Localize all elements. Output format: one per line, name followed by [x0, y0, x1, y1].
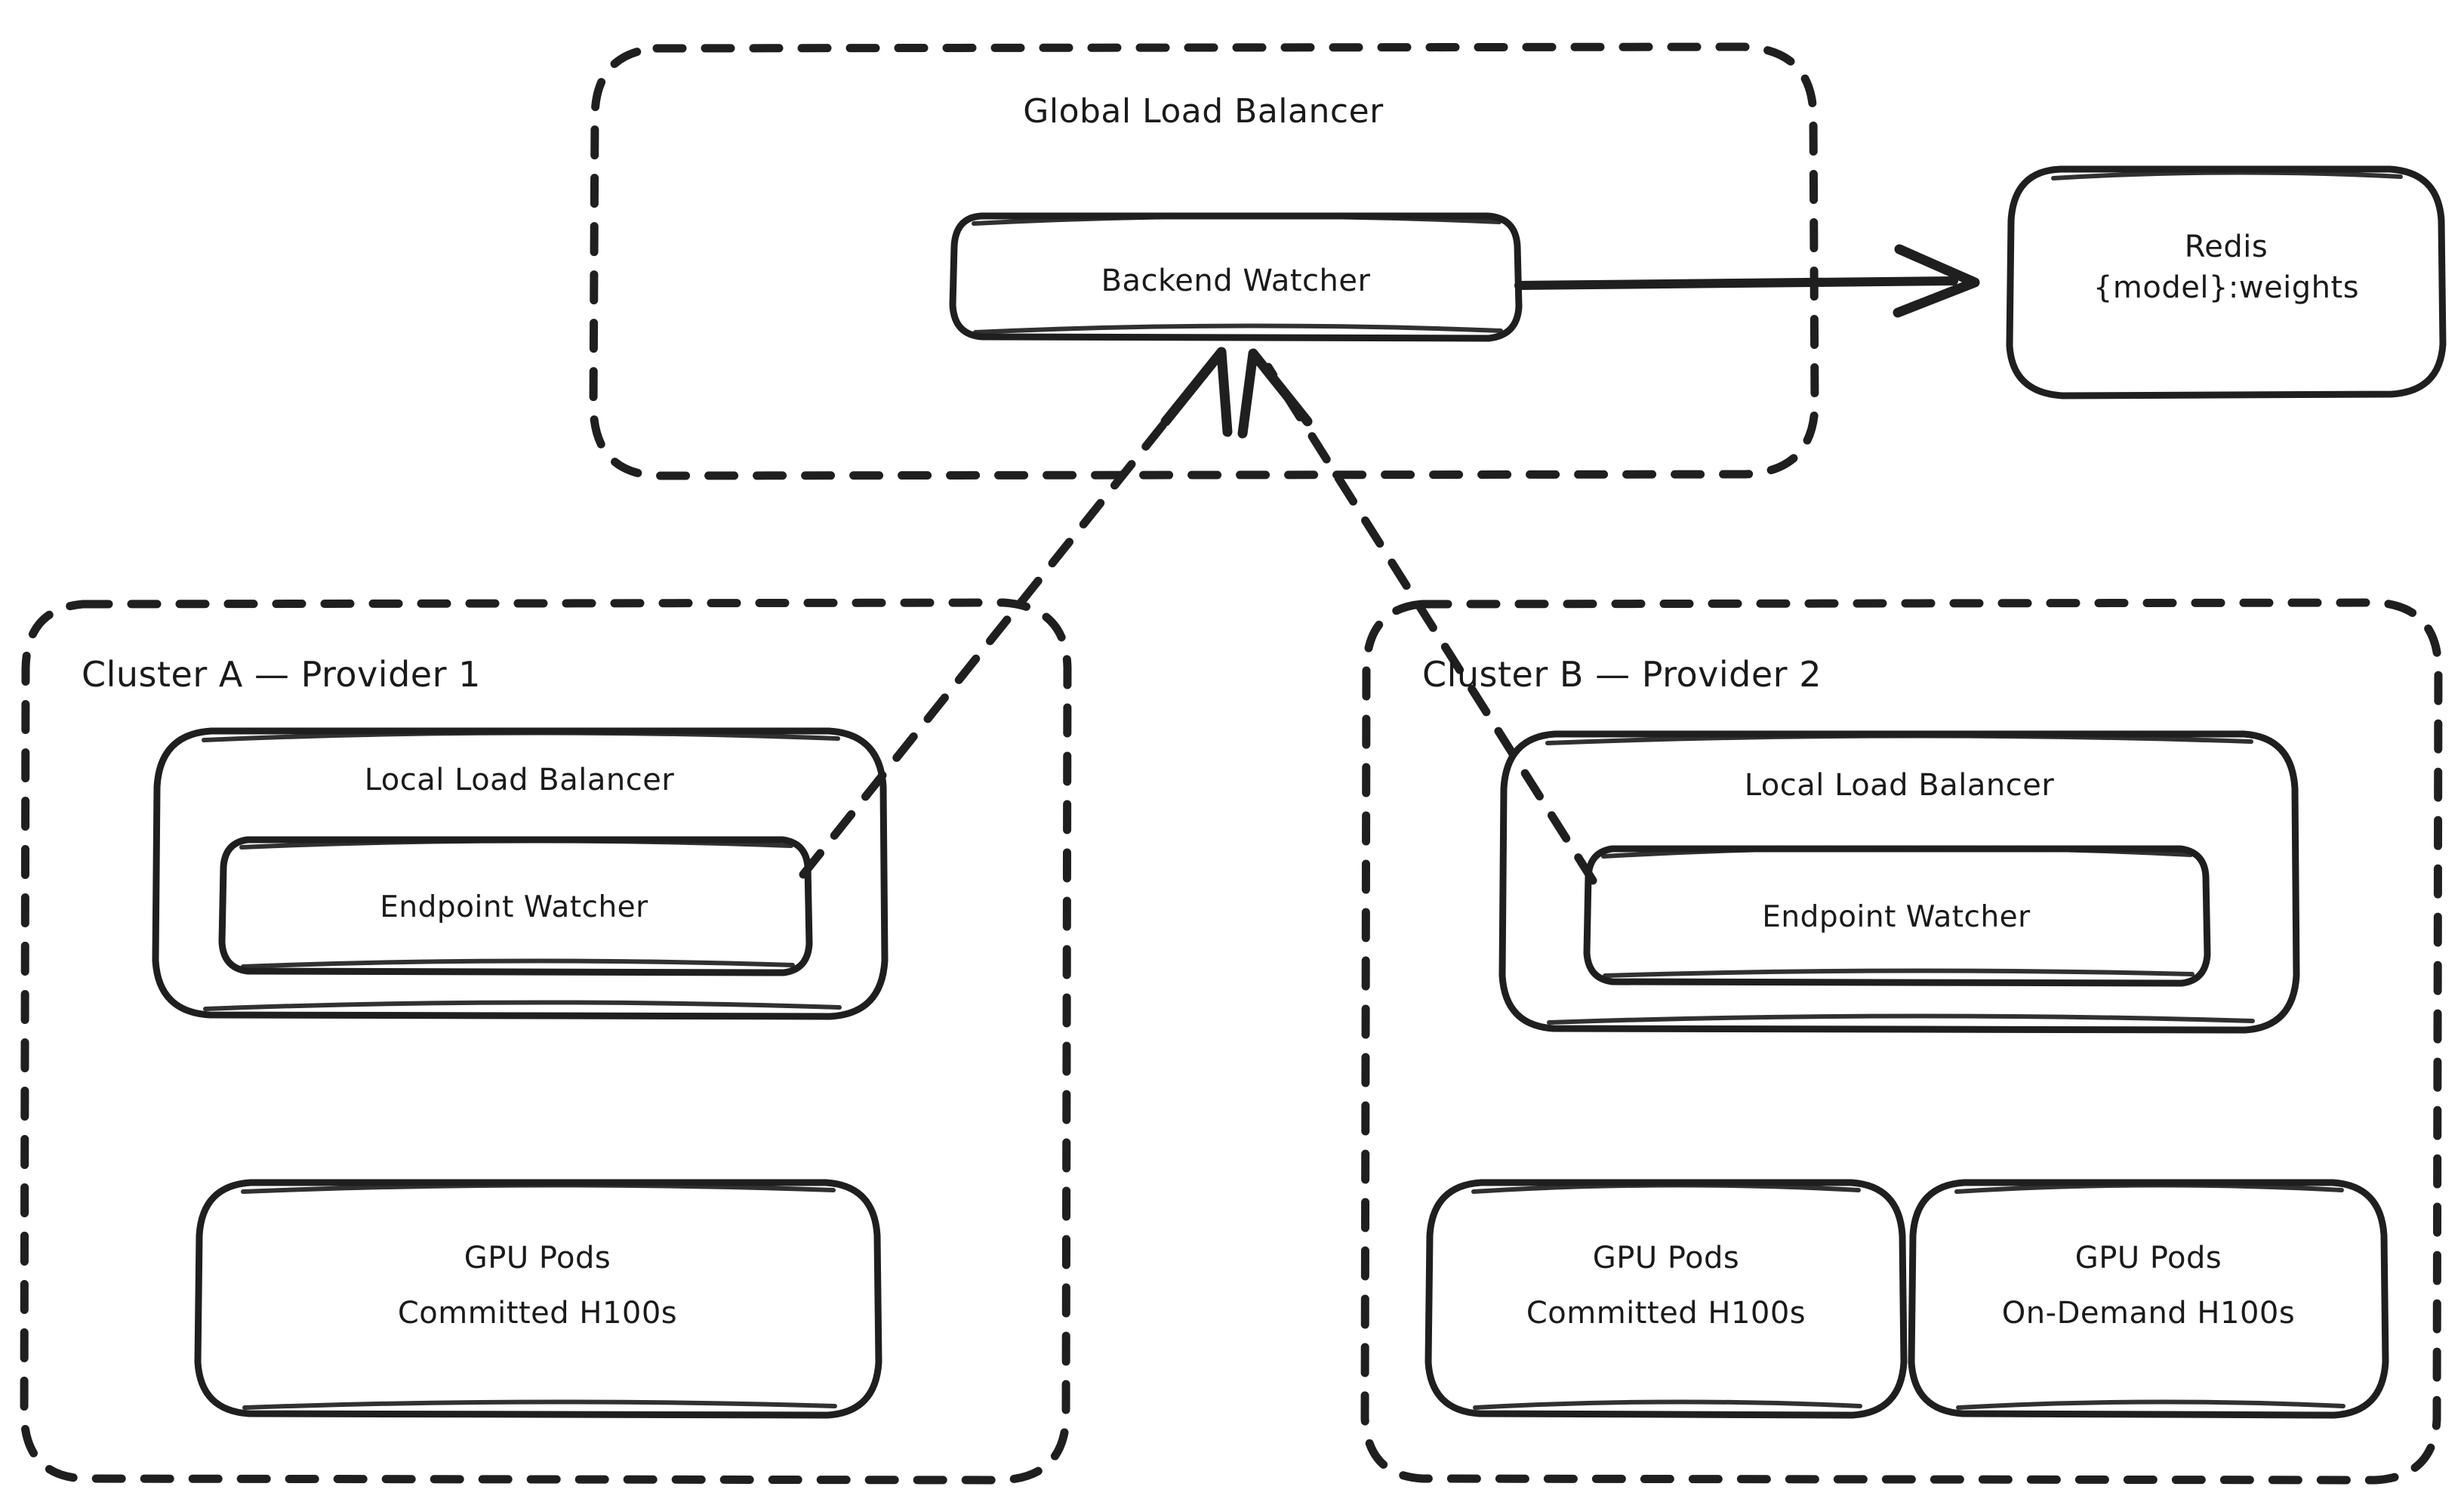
cluster-b-gpu-pods-on-demand-line1: GPU Pods	[2074, 1241, 2222, 1275]
cluster-a-container[interactable]	[20, 598, 1072, 1485]
backend-watcher-box[interactable]	[949, 212, 1523, 342]
edge-cluster-b-to-backend-watcher	[1237, 348, 1597, 885]
cluster-a-endpoint-watcher-label: Endpoint Watcher	[380, 890, 648, 924]
cluster-b-gpu-pods-committed-line1: GPU Pods	[1592, 1241, 1740, 1275]
redis-label-line2: {model}:weights	[2093, 270, 2360, 305]
cluster-b-local-load-balancer-label: Local Load Balancer	[1744, 768, 2055, 803]
redis-label-line1: Redis	[2184, 230, 2268, 264]
cluster-b-title: Cluster B — Provider 2	[1422, 654, 1822, 695]
cluster-b-container[interactable]	[1360, 598, 2443, 1485]
redis-box[interactable]	[2006, 165, 2447, 399]
cluster-a-gpu-pods-box[interactable]	[194, 1179, 882, 1419]
cluster-a-local-load-balancer-label: Local Load Balancer	[364, 763, 675, 797]
global-load-balancer-title: Global Load Balancer	[1023, 92, 1384, 131]
edge-cluster-a-to-backend-watcher	[799, 347, 1233, 879]
cluster-b-gpu-pods-on-demand-line2: On-Demand H100s	[2001, 1296, 2296, 1331]
cluster-a-gpu-pods-line1: GPU Pods	[464, 1241, 611, 1275]
cluster-b-gpu-pods-on-demand-box[interactable]	[1908, 1179, 2389, 1419]
cluster-a-gpu-pods-line2: Committed H100s	[397, 1296, 678, 1331]
backend-watcher-label: Backend Watcher	[1101, 264, 1371, 298]
cluster-b-gpu-pods-committed-line2: Committed H100s	[1526, 1296, 1806, 1331]
cluster-b-endpoint-watcher-label: Endpoint Watcher	[1762, 900, 2031, 934]
cluster-a-endpoint-watcher-box[interactable]	[218, 836, 813, 976]
global-load-balancer-container[interactable]	[589, 42, 1819, 480]
cluster-b-gpu-pods-committed-box[interactable]	[1424, 1179, 1908, 1419]
edge-backend-watcher-to-redis	[1514, 244, 1980, 318]
cluster-b-endpoint-watcher-box[interactable]	[1583, 845, 2211, 987]
cluster-a-title: Cluster A — Provider 1	[82, 654, 481, 695]
